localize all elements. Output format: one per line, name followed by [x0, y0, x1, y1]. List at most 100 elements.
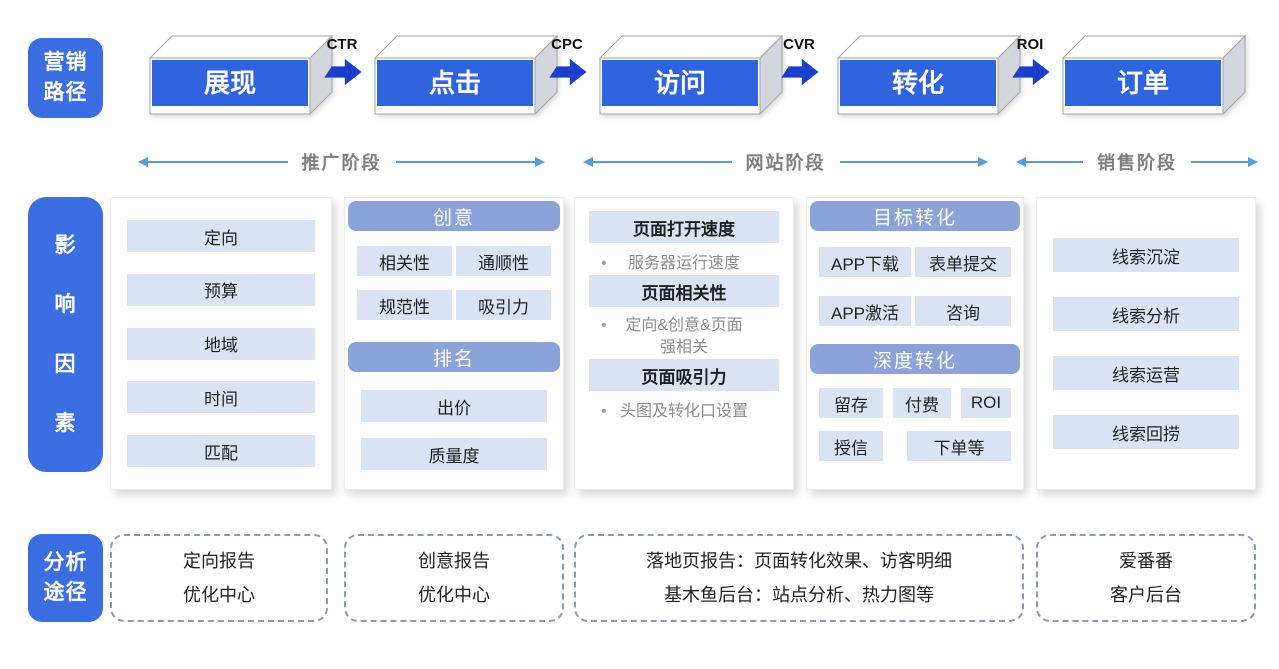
factors-label-char: 响: [54, 293, 77, 317]
phase-line: [593, 161, 732, 163]
factor-bullet: 头图及转化口设置: [575, 401, 793, 423]
analysis-label-line2: 途径: [43, 581, 88, 604]
cube-front-blue: [152, 60, 308, 106]
factor-item: ROI: [961, 388, 1011, 418]
factor-item: APP激活: [819, 296, 911, 326]
analysis-label: 分析 途径: [28, 534, 103, 622]
factor-item: 通顺性: [456, 246, 551, 276]
phase-line: [148, 161, 288, 163]
factor-bullet: 定向&创意&页面: [575, 315, 793, 337]
factor-card-creative-ranking: 创意 相关性 通顺性 规范性 吸引力 排名 出价 质量度: [344, 197, 564, 490]
metric-roi: ROI: [1000, 36, 1060, 86]
arrowhead-right-icon: [1248, 157, 1258, 167]
phase-line: [395, 161, 535, 163]
cube-front-blue: [602, 60, 758, 106]
analysis-box-line: 创意报告: [418, 551, 490, 571]
funnel-stage-label: 访问: [654, 68, 706, 98]
phase-line: [839, 161, 978, 163]
funnel-stage-label: 订单: [1117, 68, 1169, 98]
factor-item: 授信: [819, 431, 883, 461]
factor-item: 地域: [127, 327, 315, 360]
factor-item: 相关性: [357, 246, 452, 276]
funnel-stage-box-display: 展现: [148, 34, 334, 116]
analysis-box-targeting: 定向报告 优化中心: [110, 534, 328, 622]
factor-item: 质量度: [361, 438, 547, 470]
analysis-box-line: 落地页报告：页面转化效果、访客明细: [646, 551, 952, 571]
metric-cpc: CPC: [537, 36, 597, 86]
metric-label: CTR: [326, 36, 358, 53]
arrowhead-right-icon: [978, 157, 988, 167]
cube-top-face: [373, 35, 559, 59]
analysis-box-line: 客户后台: [1110, 585, 1182, 605]
metric-label: CVR: [783, 36, 815, 53]
analysis-box-line: 定向报告: [183, 551, 255, 571]
factor-item: 预算: [127, 273, 315, 306]
arrowhead-right-icon: [535, 157, 545, 167]
factor-item: 付费: [893, 388, 951, 418]
factor-item: 下单等: [907, 431, 1011, 461]
section-header: 创意: [348, 201, 560, 231]
factor-item: 线索分析: [1053, 297, 1239, 331]
factor-card-page: 页面打开速度 服务器运行速度 页面相关性 定向&创意&页面 强相关 页面吸引力 …: [574, 197, 794, 490]
funnel-stage-box-convert: 转化: [836, 34, 1022, 116]
phase-sales: 销售阶段: [1016, 150, 1258, 174]
phase-label: 销售阶段: [1097, 153, 1177, 173]
factor-item: 咨询: [915, 296, 1011, 326]
factor-bullet: 服务器运行速度: [575, 253, 793, 275]
factors-label-char: 素: [54, 411, 77, 435]
factors-label-char: 因: [54, 352, 77, 376]
metric-ctr: CTR: [312, 36, 372, 86]
factor-subtitle: 页面相关性: [589, 275, 779, 307]
factor-item: 时间: [127, 381, 315, 414]
analysis-box-line: 优化中心: [418, 585, 490, 605]
factor-subtitle: 页面吸引力: [589, 359, 779, 391]
factor-subtitle: 页面打开速度: [589, 211, 779, 243]
factor-item: 规范性: [357, 290, 452, 320]
analysis-box-crm: 爱番番 客户后台: [1036, 534, 1256, 622]
right-arrow-icon: [1012, 58, 1050, 86]
factors-label-char: 影: [54, 234, 77, 258]
cube-top-face: [148, 35, 334, 59]
funnel-stage-box-click: 点击: [373, 34, 559, 116]
factor-item: 出价: [361, 390, 547, 422]
metric-label: CPC: [551, 36, 583, 53]
factor-item: 线索运营: [1053, 356, 1239, 390]
section-header: 目标转化: [810, 201, 1020, 231]
cube-front-blue: [1065, 60, 1221, 106]
phase-website: 网站阶段: [583, 150, 988, 174]
phase-label: 网站阶段: [745, 153, 826, 173]
factor-item: 吸引力: [456, 290, 551, 320]
factor-item: 表单提交: [915, 247, 1011, 277]
funnel-stage-box-visit: 访问: [598, 34, 784, 116]
cube-front-blue: [377, 60, 533, 106]
factor-card-leads: 线索沉淀 线索分析 线索运营 线索回捞: [1036, 197, 1256, 490]
phase-promotion: 推广阶段: [138, 150, 545, 174]
cube-top-face: [836, 35, 1022, 59]
arrowhead-left-icon: [1016, 157, 1026, 167]
metric-cvr: CVR: [769, 36, 829, 86]
arrowhead-left-icon: [138, 157, 148, 167]
cube-top-face: [1061, 35, 1247, 59]
analysis-box-line: 优化中心: [183, 585, 255, 605]
funnel-stage-label: 展现: [204, 68, 256, 98]
right-arrow-icon: [781, 58, 819, 86]
funnel-path-label: 营销 路径: [28, 38, 103, 118]
phase-line: [1026, 161, 1083, 163]
right-arrow-icon: [324, 58, 362, 86]
factor-item: 定向: [127, 220, 315, 252]
funnel-stage-label: 点击: [429, 68, 481, 98]
factor-item: 匹配: [127, 435, 315, 467]
section-header: 深度转化: [810, 344, 1020, 374]
analysis-box-line: 基木鱼后台：站点分析、热力图等: [664, 585, 934, 605]
factor-item: APP下载: [819, 247, 911, 277]
analysis-label-line1: 分析: [43, 550, 88, 574]
analysis-box-line: 爱番番: [1119, 551, 1173, 571]
analysis-box-landing-page: 落地页报告：页面转化效果、访客明细 基木鱼后台：站点分析、热力图等: [574, 534, 1024, 622]
phase-label: 推广阶段: [301, 153, 382, 173]
cube-front-blue: [840, 60, 996, 106]
factor-item: 线索沉淀: [1053, 238, 1239, 272]
analysis-box-creative: 创意报告 优化中心: [344, 534, 564, 622]
metric-label: ROI: [1016, 36, 1044, 53]
funnel-path-label-line2: 路径: [43, 81, 88, 104]
